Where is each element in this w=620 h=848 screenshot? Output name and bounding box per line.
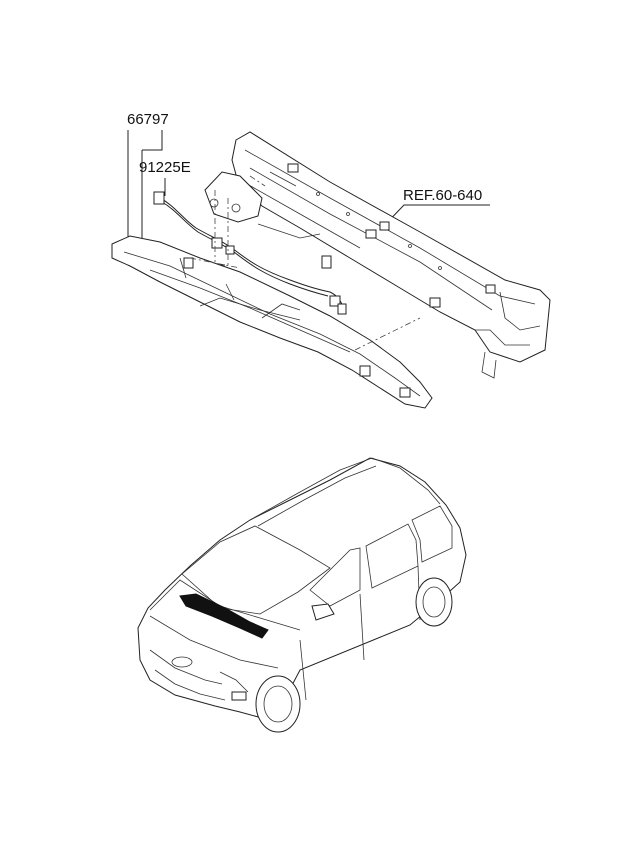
vehicle-illustration [137,457,467,733]
part-number-66797: 66797 [127,111,169,128]
cowl-top-cover [111,235,433,409]
cowl-location-highlight [179,593,269,639]
part-number-91225e: 91225E [139,159,191,176]
reference-label: REF.60-640 [403,187,482,204]
wiring-harness [153,191,347,315]
assembly-lines [189,175,421,351]
cowl-cross-member [204,131,551,379]
